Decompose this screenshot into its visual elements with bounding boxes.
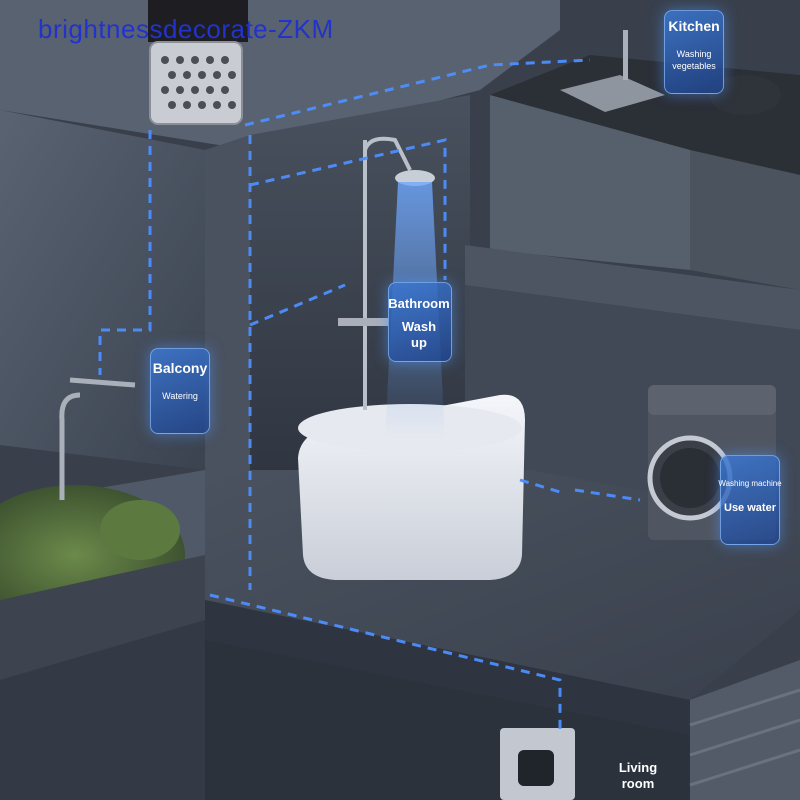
kitchen-cabinet-side [690,150,800,290]
cooking-pot [709,75,781,115]
balcony-title: Balcony [152,360,208,376]
kitchen-title: Kitchen [668,18,720,34]
washing-machine-label: Washing machine Use water [712,478,788,516]
drain-filter-basket [149,41,243,125]
bathroom-label: Bathroom Wash up [386,296,452,351]
stair-edge-1 [689,688,800,727]
shower-pole [363,140,367,410]
bathroom-sub-1: Wash [401,319,437,334]
washing-machine-title: Washing machine [718,479,782,488]
stair-edge-3 [689,748,800,787]
kitchen-label-bubble [664,10,724,94]
kitchen-label: Kitchen Washing vegetables [664,18,724,72]
balcony-label: Balcony Watering [148,360,212,402]
washing-machine-label-bubble [720,455,780,545]
kitchen-cabinet [490,95,690,270]
balcony-plants-2 [100,500,180,560]
stair-edge-2 [689,718,800,757]
right-step-top [465,245,800,330]
washing-machine-sub: Use water [724,502,776,514]
balcony-sub: Watering [162,391,198,401]
kitchen-sink [560,75,665,112]
balcony-tap [59,377,136,500]
top-slab [0,0,560,150]
left-wall-side [205,135,250,470]
stairs [690,660,800,800]
back-wall [250,95,530,470]
living-room-line-2: room [621,776,655,791]
drain-filter-holes [161,56,236,109]
balcony-planter [0,555,205,680]
bathroom-floor-edge [205,600,690,735]
water-pipe-network [98,58,641,730]
lower-wall [0,620,205,800]
kitchen-faucet [623,30,628,80]
living-room-device-screen [518,750,554,786]
bathroom-title: Bathroom [388,296,450,311]
washing-machine-panel [648,385,776,415]
washing-machine-glass [660,448,720,508]
watermark-text: brightnessdecorate-ZKM [38,14,334,44]
living-room-label: Living room [610,760,666,792]
bathroom-label-bubble [388,282,452,362]
kitchen-sub-2: vegetables [672,61,716,71]
balcony-label-bubble [150,348,210,434]
bathroom-sub-2: up [411,335,427,350]
living-room-line-1: Living [618,760,658,775]
kitchen-sub-1: Washing [676,49,712,59]
shower-arm [363,136,412,171]
drain-filter-cap [148,0,248,42]
shower-valve [338,318,388,326]
